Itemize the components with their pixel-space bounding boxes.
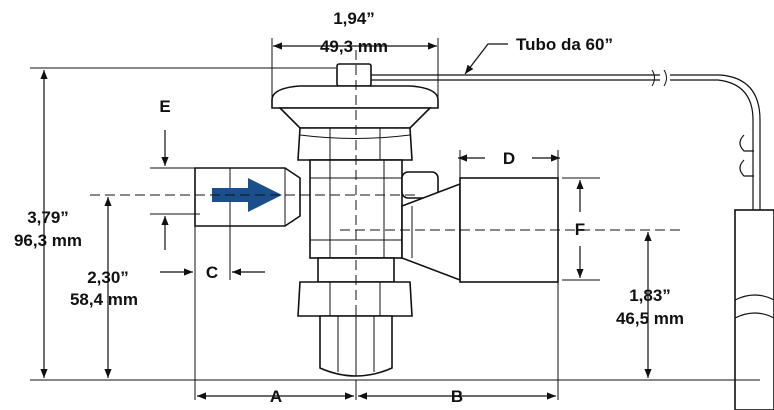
top-width-mm: 49,3 mm bbox=[320, 37, 388, 56]
dim-f-label: F bbox=[575, 220, 585, 239]
upper-hex-nut bbox=[297, 127, 413, 161]
outlet-height-inch: 1,83” bbox=[629, 286, 671, 305]
tube-break-mark bbox=[651, 69, 667, 87]
lower-hex-nut bbox=[297, 281, 413, 317]
sensing-bulb bbox=[734, 209, 774, 410]
top-width-inch: 1,94” bbox=[333, 9, 375, 28]
total-height-inch: 3,79” bbox=[27, 208, 69, 227]
bulb-clamp bbox=[734, 134, 774, 319]
dim-a-label: A bbox=[270, 387, 282, 406]
tube-label: Tubo da 60” bbox=[516, 35, 613, 54]
diaphragm-base bbox=[278, 107, 432, 129]
capillary-tube-bend bbox=[670, 74, 761, 350]
inlet-height-inch: 2,30” bbox=[87, 268, 129, 287]
dimension-labels: 1,94” 49,3 mm Tubo da 60” 3,79” 96,3 mm … bbox=[14, 9, 684, 406]
dim-d-label: D bbox=[503, 149, 515, 168]
inlet-height-mm: 58,4 mm bbox=[70, 290, 138, 309]
total-height-mm: 96,3 mm bbox=[14, 231, 82, 250]
dim-b-label: B bbox=[451, 387, 463, 406]
diaphragm-head bbox=[271, 85, 439, 109]
valve-drawing bbox=[90, 50, 774, 410]
outlet-height-mm: 46,5 mm bbox=[616, 309, 684, 328]
dim-c-label: C bbox=[206, 263, 218, 282]
dim-e-label: E bbox=[159, 97, 170, 116]
capillary-tube bbox=[360, 74, 660, 81]
top-cap bbox=[336, 63, 372, 87]
outlet-stub bbox=[401, 171, 439, 199]
dimension-lines bbox=[30, 38, 760, 400]
